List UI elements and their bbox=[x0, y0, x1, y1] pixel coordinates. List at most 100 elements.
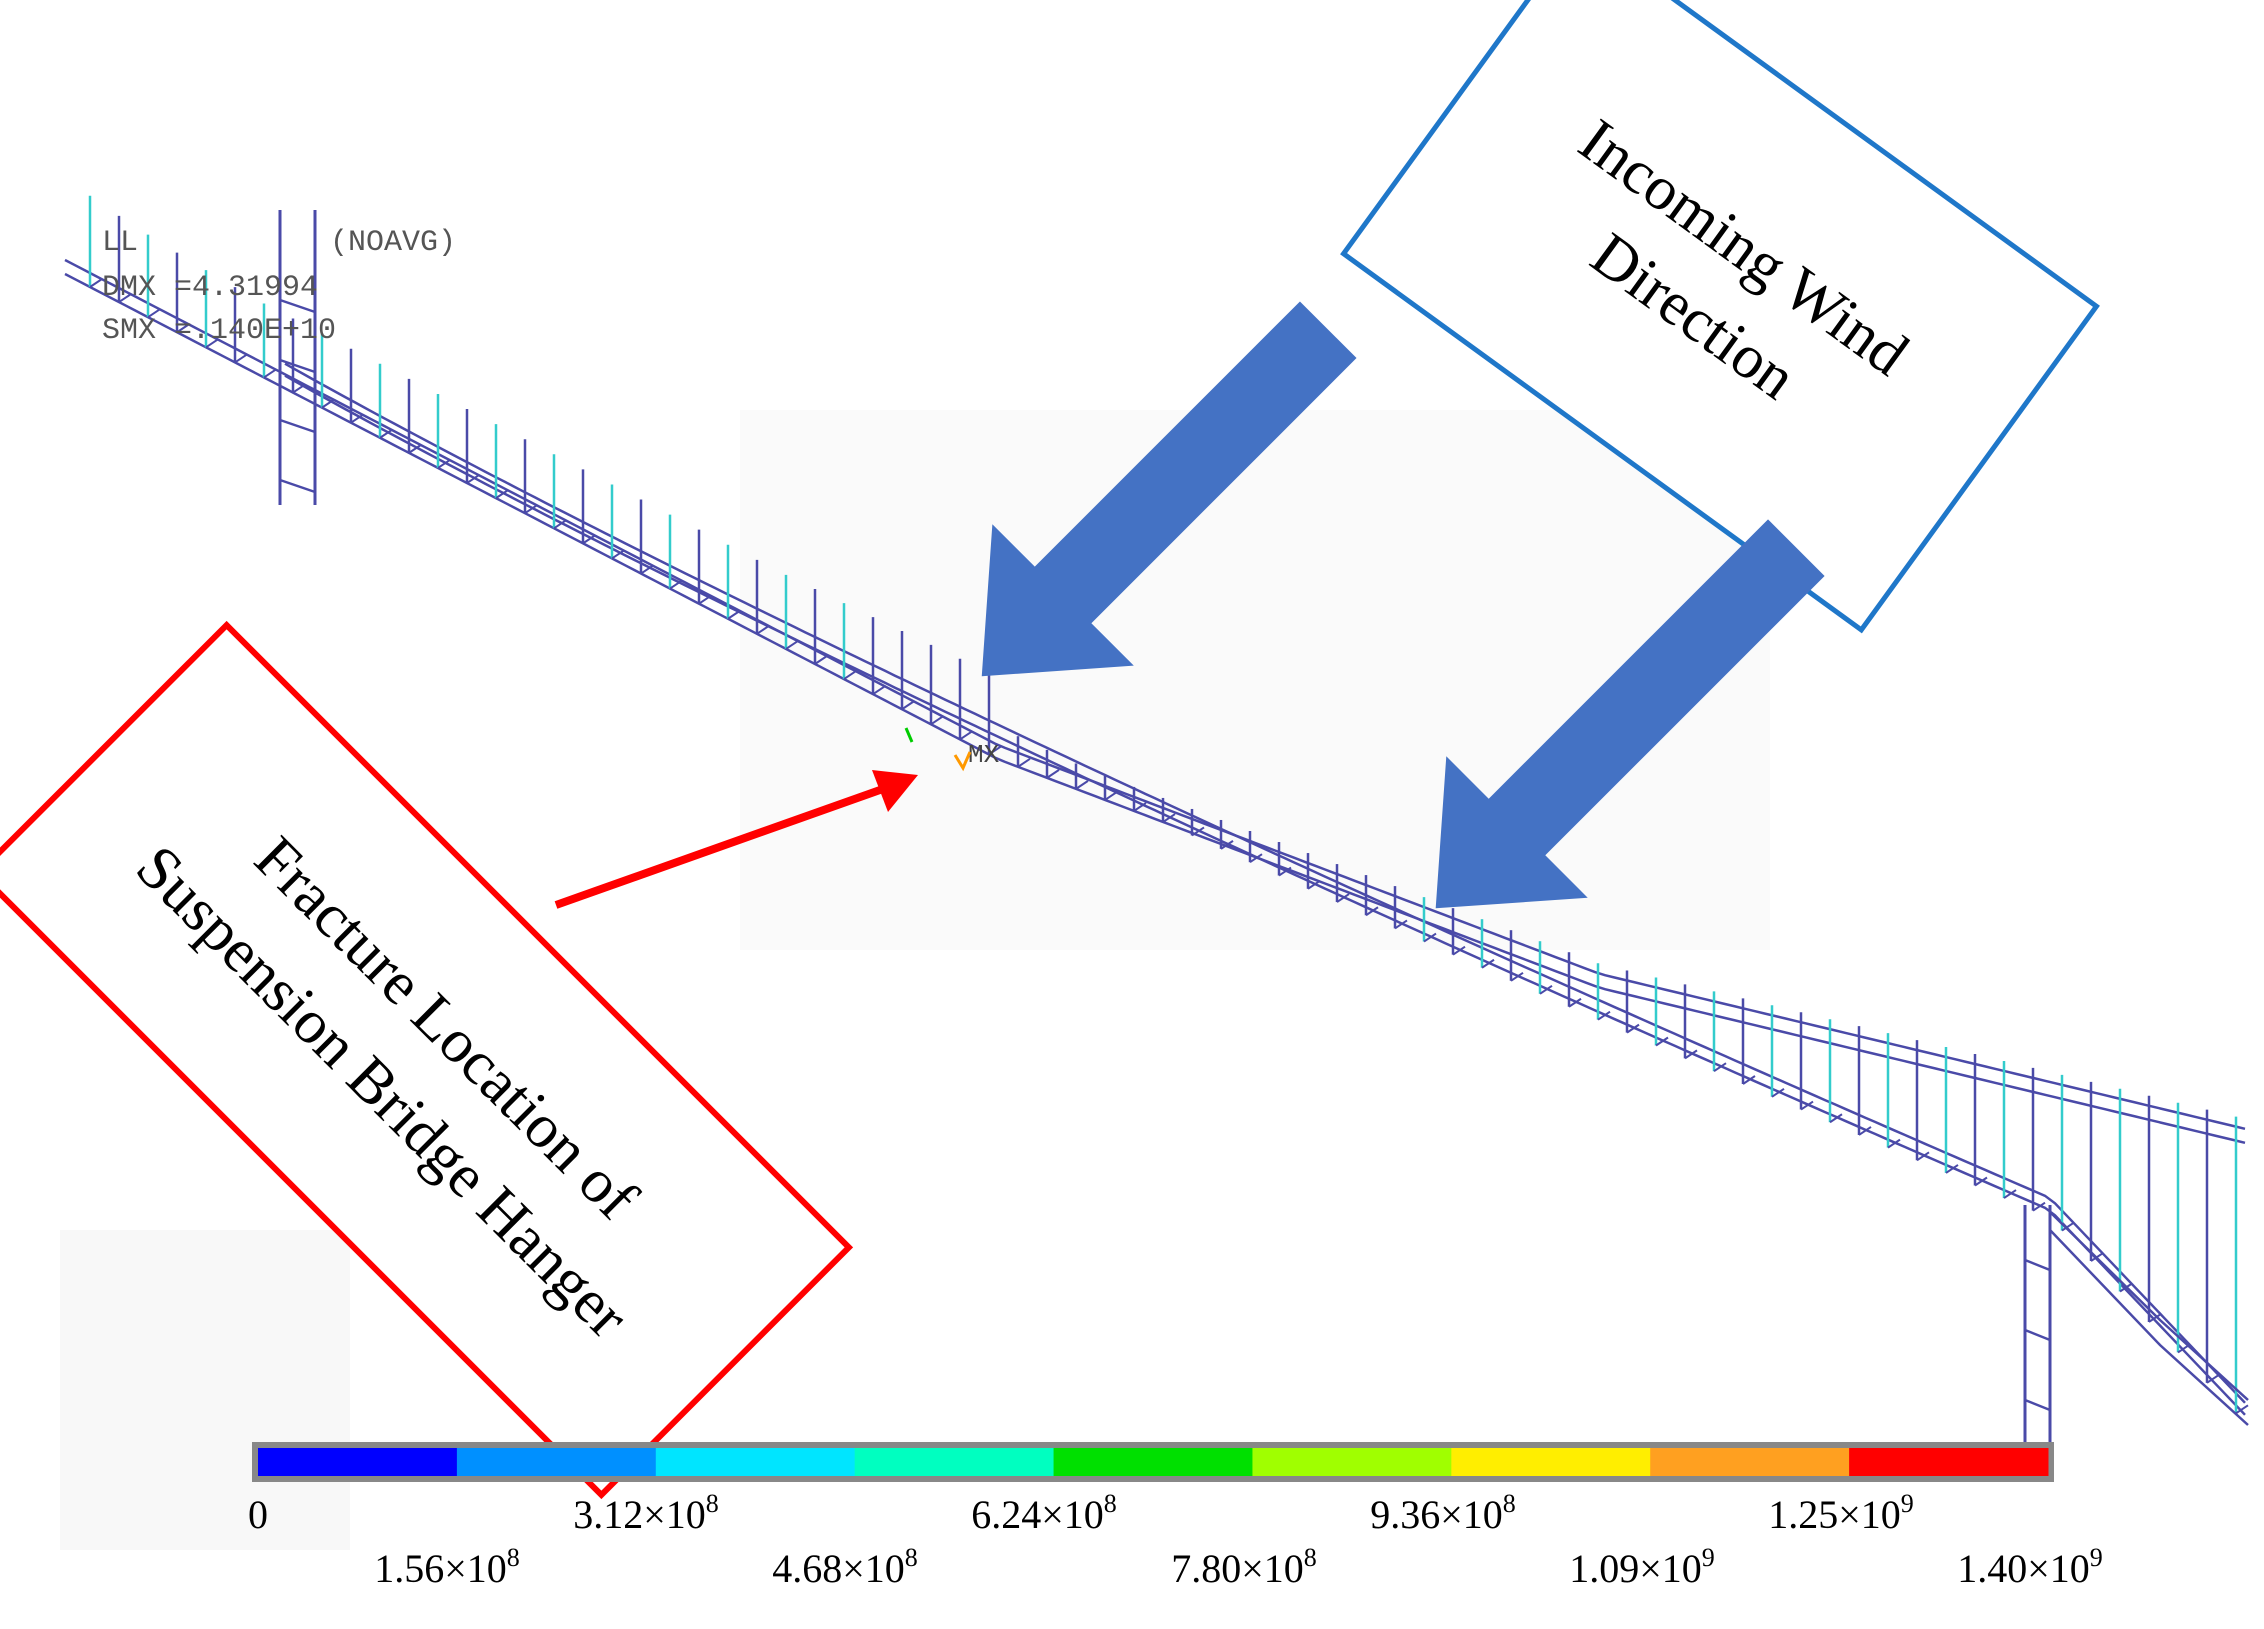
hanger-connector bbox=[234, 353, 248, 364]
colorbar-tick-label: 6.24×108 bbox=[971, 1489, 1117, 1537]
hanger-connector bbox=[1597, 1010, 1611, 1021]
bridge-model bbox=[64, 195, 2249, 1480]
hanger-connector bbox=[1075, 780, 1089, 790]
hanger-connector bbox=[1423, 932, 1437, 943]
colorbar-tick-label: 4.68×108 bbox=[772, 1543, 918, 1591]
colorbar-segment bbox=[655, 1448, 856, 1476]
hanger-connector bbox=[611, 549, 625, 560]
hanger-connector bbox=[495, 489, 509, 499]
hanger-connector bbox=[321, 398, 335, 409]
ansys-header: LL (NOAVG) DMX =4.31994 SMX =.140E+10 bbox=[102, 226, 456, 348]
colorbar-segment bbox=[1650, 1448, 1850, 1476]
hanger-connector bbox=[1133, 802, 1147, 812]
hanger-connector bbox=[2235, 1404, 2249, 1415]
averaging-label: (NOAVG) bbox=[330, 226, 456, 260]
hanger-connector bbox=[814, 655, 828, 665]
hanger-connector bbox=[350, 413, 364, 424]
hanger-connector bbox=[1104, 791, 1118, 801]
left-tower-brace bbox=[279, 358, 316, 374]
hanger-connector bbox=[1771, 1087, 1785, 1098]
hanger-connector bbox=[147, 308, 161, 318]
hanger-connector bbox=[89, 278, 103, 288]
colorbar-segment bbox=[1252, 1448, 1452, 1476]
hanger-connector bbox=[524, 504, 538, 515]
colorbar-tick-label: 1.25×109 bbox=[1768, 1489, 1914, 1537]
colorbar-tick-label: 1.56×108 bbox=[374, 1543, 520, 1591]
hanger-connector bbox=[1684, 1049, 1698, 1060]
hanger-connector bbox=[1336, 893, 1350, 903]
left-tower-brace bbox=[279, 418, 316, 434]
hanger-connector bbox=[698, 594, 712, 605]
hanger-connector bbox=[785, 640, 799, 650]
fracture-box-border bbox=[0, 620, 854, 1500]
hanger-connector bbox=[2061, 1221, 2075, 1232]
wind-direction-box: Incoming Wind Direction bbox=[1340, 0, 2100, 634]
hanger-connector bbox=[1046, 769, 1060, 779]
left-tower-brace bbox=[279, 478, 316, 494]
hanger-connector bbox=[466, 474, 480, 484]
hanger-connector bbox=[263, 368, 277, 379]
hanger-connector bbox=[1249, 853, 1263, 864]
hanger-connector bbox=[582, 534, 596, 545]
hanger-connector bbox=[1510, 971, 1524, 982]
hanger-connector bbox=[2032, 1201, 2046, 1212]
hanger-connector bbox=[756, 625, 770, 635]
hanger-connector bbox=[1568, 997, 1582, 1008]
side-span-cable bbox=[2049, 1211, 2249, 1401]
deck-edge bbox=[64, 272, 2246, 1145]
hanger-connector bbox=[2003, 1189, 2017, 1199]
hanger-connector bbox=[408, 444, 422, 454]
wind-box-border bbox=[1340, 0, 2100, 634]
hanger-connector bbox=[1945, 1164, 1959, 1174]
hanger-connector bbox=[872, 685, 886, 695]
hanger-connector bbox=[292, 383, 306, 394]
hanger-connector bbox=[1626, 1023, 1640, 1034]
side-span-cable bbox=[2049, 1229, 2249, 1426]
hanger-connector bbox=[1162, 813, 1176, 823]
hanger-connector bbox=[959, 730, 973, 741]
hanger-connector bbox=[205, 338, 219, 349]
colorbar-tick-label: 3.12×108 bbox=[573, 1489, 719, 1537]
hanger-connector bbox=[2148, 1313, 2162, 1323]
colorbar-tick-label: 1.40×109 bbox=[1957, 1543, 2103, 1591]
hanger-connector bbox=[1742, 1075, 1756, 1085]
hanger-connector bbox=[1191, 826, 1205, 837]
hanger-connector bbox=[1829, 1113, 1843, 1124]
wind-arrow bbox=[981, 301, 1357, 677]
hanger-connector bbox=[988, 745, 1002, 756]
hanger-connector bbox=[1017, 758, 1031, 768]
hanger-connector bbox=[1452, 945, 1466, 956]
colorbar-segment bbox=[1451, 1448, 1651, 1476]
hanger-connector bbox=[1278, 866, 1292, 877]
hanger-connector bbox=[1394, 919, 1408, 930]
hanger-connector bbox=[1307, 879, 1321, 890]
colorbar-tick-label: 1.09×109 bbox=[1569, 1543, 1715, 1591]
hanger-connector bbox=[176, 323, 190, 334]
background-patch bbox=[60, 1230, 350, 1550]
hanger-connector bbox=[930, 715, 944, 726]
colorbar-tick-label: 9.36×108 bbox=[1370, 1489, 1516, 1537]
colorbar-tick-label: 7.80×108 bbox=[1171, 1543, 1317, 1591]
hanger-connector bbox=[669, 579, 683, 590]
hanger-connector bbox=[1365, 906, 1379, 917]
max-location-glyph bbox=[904, 727, 914, 743]
fracture-pointer-arrow bbox=[554, 770, 918, 909]
hanger-connector bbox=[553, 519, 567, 530]
right-tower-brace bbox=[2024, 1258, 2051, 1272]
hanger-connector bbox=[1974, 1176, 1988, 1187]
hanger-connector bbox=[437, 459, 451, 469]
right-tower-brace bbox=[2024, 1328, 2051, 1342]
dmx-value: DMX =4.31994 bbox=[102, 271, 318, 305]
wind-arrow bbox=[1435, 519, 1825, 909]
right-tower-brace bbox=[2024, 1398, 2051, 1412]
colorbar-segment bbox=[854, 1448, 1055, 1476]
hanger-connector bbox=[1481, 958, 1495, 969]
max-marker: MX bbox=[968, 740, 1000, 770]
colorbar-segment bbox=[1849, 1448, 2049, 1476]
hanger-connector bbox=[379, 428, 393, 439]
hanger-connector bbox=[1916, 1151, 1930, 1162]
hanger-connector bbox=[1800, 1100, 1814, 1111]
hanger-connector bbox=[727, 609, 741, 620]
hanger-connector bbox=[640, 564, 654, 575]
